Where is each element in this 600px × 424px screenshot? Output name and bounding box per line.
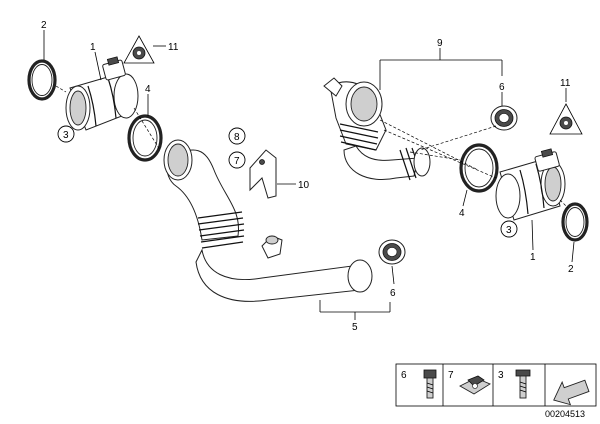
- fastener-legend: 6 7 3: [395, 363, 597, 407]
- seal-ring-left: [27, 59, 57, 101]
- callout-3-left-circle: 3: [57, 125, 75, 143]
- air-mass-meter-right: [495, 148, 566, 221]
- callout-8-circle: 8: [228, 127, 246, 145]
- clamp-ring-right: [459, 143, 499, 193]
- mounting-bracket: [249, 149, 277, 199]
- air-mass-meter-left: [65, 56, 139, 131]
- callout-3-left: 3: [63, 130, 69, 141]
- callout-8: 8: [234, 132, 240, 143]
- assembly-lines: [55, 85, 569, 209]
- callout-1-right: 1: [530, 252, 536, 263]
- callout-11-left: 11: [168, 42, 179, 53]
- direction-arrow-icon: [553, 379, 590, 406]
- rubber-sleeve-right: [490, 105, 518, 131]
- clip-nut-icon: [459, 375, 491, 395]
- intake-elbow-pipe: [163, 139, 373, 302]
- callout-7: 7: [234, 156, 240, 167]
- callout-11-right: 11: [560, 78, 571, 89]
- callout-6-center: 6: [390, 288, 396, 299]
- legend-label-3: 3: [498, 370, 504, 381]
- callout-2-left: 2: [41, 20, 47, 31]
- seal-ring-right: [561, 202, 589, 242]
- rubber-sleeve-center: [378, 239, 406, 265]
- callout-3-right: 3: [506, 225, 512, 236]
- legend-label-2: 7: [448, 370, 454, 381]
- callout-3-right-circle: 3: [500, 220, 518, 238]
- leader-lines: [43, 30, 575, 320]
- callout-4-right: 4: [459, 208, 465, 219]
- intake-hose-upper-right: [323, 77, 431, 181]
- callout-2-right: 2: [568, 264, 574, 275]
- callout-5: 5: [352, 322, 358, 333]
- callout-9: 9: [437, 38, 443, 49]
- callout-10: 10: [298, 180, 310, 191]
- bolt-icon: [515, 369, 531, 399]
- diagram-id: 00204513: [545, 409, 585, 419]
- callout-6-right: 6: [499, 82, 505, 93]
- hex-screw-icon: [423, 369, 437, 399]
- clamp-ring-left: [127, 114, 163, 162]
- warning-triangle-right-icon: [549, 103, 583, 135]
- legend-label-1: 6: [401, 370, 407, 381]
- warning-triangle-left-icon: [123, 35, 155, 64]
- callout-1-left: 1: [90, 42, 96, 53]
- callout-4-left: 4: [145, 84, 151, 95]
- callout-7-circle: 7: [228, 151, 246, 169]
